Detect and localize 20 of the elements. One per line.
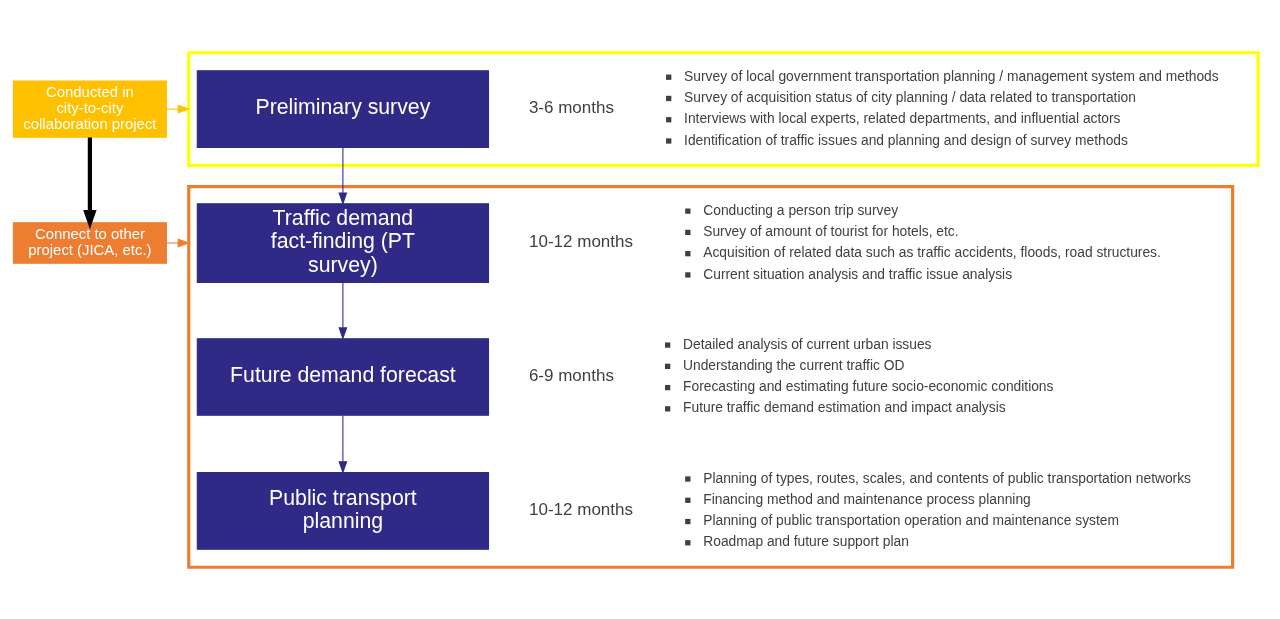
node-label: Survey of local government transportation planning / management system and methods	[684, 67, 1219, 84]
node-label: 6-9 months	[528, 365, 614, 385]
node-label: Identification of traffic issues and planning and design of survey methods	[684, 131, 1128, 148]
node-label: Acquisition of related data such as traffic accidents, floods, road structures.	[703, 243, 1161, 260]
node-label: Detailed analysis of current urban issues	[683, 335, 932, 352]
node-label: Survey of amount of tourist for hotels, etc.	[703, 222, 959, 239]
node-label: Roadmap and future support plan	[703, 532, 909, 549]
node-label: Current situation analysis and traffic issue analysis	[703, 265, 1013, 282]
node-label: 10-12 months	[529, 231, 633, 251]
node-label: Financing method and maintenance process planning	[703, 490, 1031, 507]
node-label: Conducting a person trip survey	[703, 201, 899, 218]
node-label: Understanding the current traffic OD	[683, 356, 905, 373]
node-label: Planning of public transportation operation and maintenance system	[703, 511, 1119, 528]
node-label: 3-6 months	[528, 97, 614, 117]
node-label: Interviews with local experts, related departments, and influential actors	[684, 109, 1121, 126]
node-label: Planning of types, routes, scales, and contents of public transportation networks	[703, 469, 1192, 486]
node-label: Forecasting and estimating future socio-economic conditions	[683, 377, 1054, 394]
node-label: 10-12 months	[529, 499, 633, 519]
node-label: Future traffic demand estimation and impact analysis	[683, 398, 1006, 415]
node-label: Survey of acquisition status of city planning / data related to transportation	[684, 88, 1136, 105]
